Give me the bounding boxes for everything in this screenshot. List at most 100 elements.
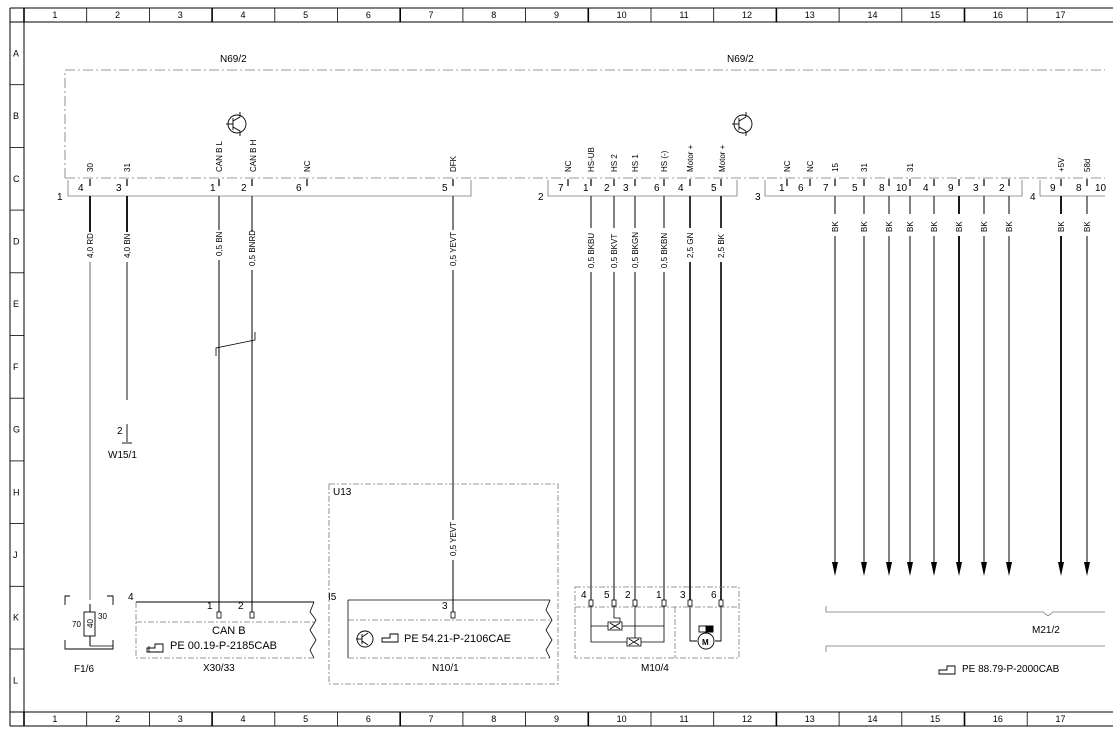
x30-33-pin: 1 xyxy=(207,601,213,612)
arrow-icon xyxy=(832,562,838,576)
pin-number: 3 xyxy=(973,183,979,194)
f1-6-pin: 70 xyxy=(72,620,81,629)
signal-label: 31 xyxy=(860,163,869,172)
transistor-icon xyxy=(226,112,247,136)
row-letter: G xyxy=(13,425,20,435)
arrow-icon xyxy=(956,562,962,576)
pin-number: 8 xyxy=(1076,183,1082,194)
signal-label: NC xyxy=(806,160,815,172)
arrow-icon xyxy=(931,562,937,576)
column-number: 1 xyxy=(52,10,57,20)
column-number: 14 xyxy=(867,10,877,20)
pin-number: 6 xyxy=(798,183,804,194)
wire-label: 4,0 BN xyxy=(123,233,132,258)
arrow-icon xyxy=(1058,562,1064,576)
pin-number: 10 xyxy=(896,183,908,194)
pin-number: 7 xyxy=(558,183,564,194)
wire-label: 0,5 YEVT xyxy=(449,232,458,266)
u13-label: U13 xyxy=(333,487,352,498)
x30-33-connector: 4 1 2 CAN B PE 00.19-P-2185CAB X30/33 xyxy=(128,592,317,674)
m10-4-component: 4 5 2 1 3 6 M M10/4 xyxy=(574,586,740,674)
wire-label: BK xyxy=(1005,221,1014,232)
column-number: 9 xyxy=(554,714,559,724)
column-number: 10 xyxy=(617,714,627,724)
column-number: 13 xyxy=(805,10,815,20)
column-number: 6 xyxy=(366,10,371,20)
connector-3-number: 3 xyxy=(755,192,761,203)
column-number: 9 xyxy=(554,10,559,20)
wire-label: 2,5 GN xyxy=(686,232,695,258)
motor-icon: M xyxy=(689,606,722,650)
n69-2-right-label: N69/2 xyxy=(727,54,754,65)
connector-1-pins: 4 3 1 2 6 5 xyxy=(78,183,448,194)
row-letter: B xyxy=(13,111,19,121)
pin-number: 2 xyxy=(604,183,610,194)
pin-number: 2 xyxy=(241,183,247,194)
signal-label: Motor + xyxy=(686,144,695,172)
pin-number: 5 xyxy=(852,183,858,194)
column-number: 13 xyxy=(805,714,815,724)
column-number: 16 xyxy=(993,10,1003,20)
column-number: 15 xyxy=(930,714,940,724)
resistor-icon xyxy=(590,606,665,647)
row-letter: H xyxy=(13,487,20,497)
signal-label: CAN B L xyxy=(215,140,224,172)
column-number: 4 xyxy=(240,10,245,20)
f1-6-fuse: 70 40 30 F1/6 xyxy=(64,595,114,675)
pin-number: 9 xyxy=(948,183,954,194)
column-number: 17 xyxy=(1056,714,1066,724)
signal-label: NC xyxy=(303,160,312,172)
column-number: 8 xyxy=(491,10,496,20)
connector-4-pins: 9 8 10 xyxy=(1050,183,1107,194)
signal-label: 31 xyxy=(906,163,915,172)
arrow-icon xyxy=(1006,562,1012,576)
drawing-frame xyxy=(9,7,1113,727)
row-letter: J xyxy=(13,550,18,560)
column-number: 7 xyxy=(429,714,434,724)
row-letter: D xyxy=(13,236,20,246)
column-number: 4 xyxy=(240,714,245,724)
pin-number: 5 xyxy=(711,183,717,194)
wire-label: BK xyxy=(1083,221,1092,232)
pin-number: 1 xyxy=(583,183,589,194)
column-number: 8 xyxy=(491,714,496,724)
connector-1-number: 1 xyxy=(57,192,63,203)
hand-pointer-icon xyxy=(146,643,164,653)
column-number: 3 xyxy=(178,714,183,724)
pin-number: 4 xyxy=(78,183,84,194)
connector-4-signal-labels: +5V 58d xyxy=(1057,157,1092,172)
m21-2-label: M21/2 xyxy=(1032,625,1060,636)
transistor-icon xyxy=(356,630,374,648)
row-letter: E xyxy=(13,299,19,309)
arrow-icon xyxy=(861,562,867,576)
m10-4-pin: 6 xyxy=(711,590,717,601)
signal-label: HS 2 xyxy=(610,154,619,172)
arrow-icon xyxy=(1084,562,1090,576)
column-number: 16 xyxy=(993,714,1003,724)
pin-number: 1 xyxy=(210,183,216,194)
column-number: 14 xyxy=(867,714,877,724)
pin-number: 6 xyxy=(296,183,302,194)
m10-4-pin: 1 xyxy=(656,590,662,601)
signal-label: 30 xyxy=(86,163,95,172)
wire-label: BK xyxy=(906,221,915,232)
wire-label: 0,5 BKVT xyxy=(610,234,619,268)
column-number: 15 xyxy=(930,10,940,20)
row-letter: A xyxy=(13,48,19,58)
column-number: 17 xyxy=(1056,10,1066,20)
signal-label: DFK xyxy=(449,155,458,172)
m10-4-pin: 5 xyxy=(604,590,610,601)
signal-label: CAN B H xyxy=(249,139,258,172)
column-number: 5 xyxy=(303,10,308,20)
wire-labels-right: 0,5 BKBU 0,5 BKVT 0,5 BKGN 0,5 BKBN 2,5 … xyxy=(587,232,726,268)
n10-1-pin: 3 xyxy=(442,601,448,612)
wire-label: BK xyxy=(930,221,939,232)
pin-number: 6 xyxy=(654,183,660,194)
signal-label: 31 xyxy=(123,163,132,172)
connector-4-number: 4 xyxy=(1030,192,1036,203)
x30-33-label: X30/33 xyxy=(203,663,235,674)
column-number: 12 xyxy=(742,10,752,20)
pin-number: 5 xyxy=(442,183,448,194)
hand-pointer-icon xyxy=(938,665,956,675)
